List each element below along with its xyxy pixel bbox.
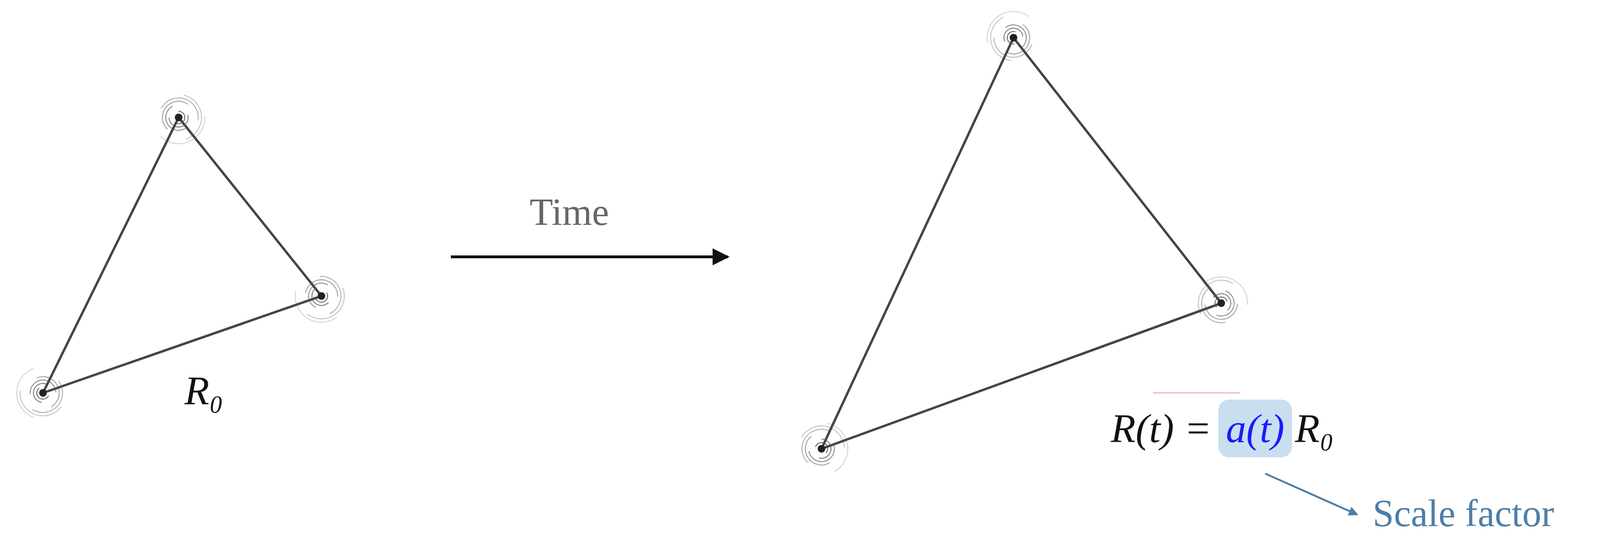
galaxy-arm — [827, 423, 849, 473]
galaxy-arm — [36, 387, 50, 400]
galaxy-arm — [1202, 276, 1248, 306]
triangle — [821, 37, 1222, 449]
scale-factor-symbol: a(t) — [1226, 408, 1285, 449]
galaxy — [160, 94, 206, 145]
galaxy-arm — [161, 100, 189, 130]
galaxy-arm — [1214, 296, 1228, 308]
galaxy-arm — [808, 445, 835, 463]
galaxy-arm — [306, 288, 345, 320]
galaxy — [986, 10, 1033, 62]
galaxy-arm — [815, 442, 829, 454]
galaxy-core — [317, 292, 326, 300]
galaxy-arm — [1213, 293, 1232, 311]
distance-label: R₀ — [184, 370, 224, 412]
galaxy-arm — [986, 10, 1030, 43]
galaxy-arm — [311, 287, 330, 307]
galaxy-arm — [294, 290, 338, 323]
galaxy-arm — [165, 105, 186, 131]
galaxy — [1197, 276, 1248, 324]
galaxy-arm — [314, 292, 329, 303]
highlight-box: a(t) — [1218, 399, 1293, 458]
galaxy-arm — [183, 94, 203, 140]
galaxy-arm — [1201, 286, 1226, 324]
galaxy-core — [817, 445, 826, 453]
galaxy-arm — [1003, 27, 1024, 42]
triangles — [42, 37, 1222, 449]
galaxy-arm — [36, 376, 60, 408]
equation-text: R(t) = — [1110, 408, 1212, 449]
galaxy-core — [39, 389, 47, 397]
galaxy — [800, 423, 849, 473]
galaxy-arm — [160, 116, 206, 145]
axis-label: Time — [529, 192, 609, 232]
galaxy-arm — [1216, 290, 1235, 317]
galaxy — [294, 276, 345, 323]
galaxy-arm — [308, 282, 329, 309]
galaxy-arm — [1004, 24, 1027, 49]
stray-mark — [1152, 392, 1240, 394]
callout-label: Scale factor — [1372, 494, 1555, 533]
galaxy-arm — [1005, 23, 1031, 55]
galaxy-arm — [32, 380, 64, 414]
galaxy-arm — [990, 16, 1012, 62]
galaxies — [16, 10, 1248, 473]
leader-arrow — [1265, 473, 1358, 515]
triangle — [42, 117, 322, 394]
galaxy-arm — [32, 383, 48, 404]
galaxy-core — [1217, 299, 1226, 308]
galaxy-arm — [804, 435, 831, 466]
galaxy-core — [174, 113, 183, 122]
time-arrow — [450, 255, 728, 259]
equation-text: R₀ — [1294, 408, 1334, 449]
galaxy-arm — [1197, 279, 1234, 315]
galaxy-arm — [801, 428, 831, 464]
galaxy-core — [1009, 33, 1018, 42]
galaxy-arm — [16, 368, 34, 418]
galaxy — [16, 368, 64, 418]
